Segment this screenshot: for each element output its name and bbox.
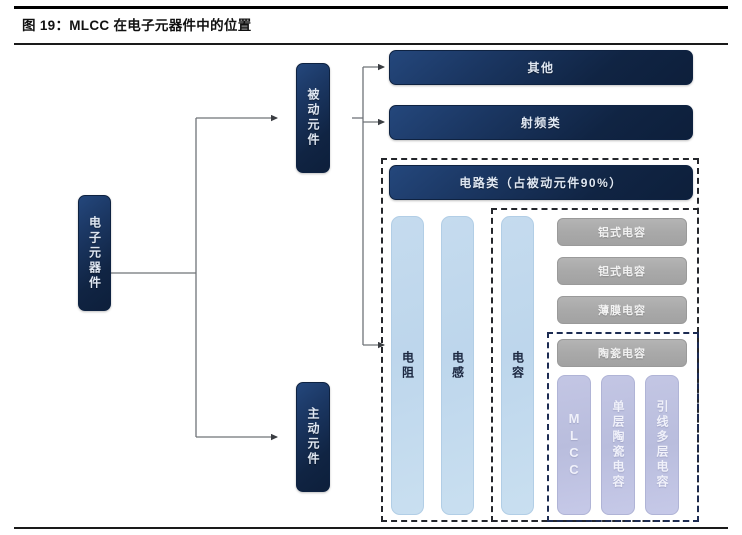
node-label: 电容 bbox=[510, 350, 525, 381]
node-label: 薄膜电容 bbox=[598, 305, 646, 317]
node-label: MLCC bbox=[566, 411, 582, 479]
node-others[interactable]: 其他 bbox=[389, 50, 693, 85]
node-leaded-multilayer-capacitor[interactable]: 引线多层电容 bbox=[645, 375, 679, 515]
group-ceramic-capacitor bbox=[547, 332, 699, 522]
footer-rule bbox=[14, 527, 728, 529]
node-label: 铝式电容 bbox=[598, 227, 646, 239]
node-label: 被动元件 bbox=[306, 88, 320, 148]
node-tantalum-capacitor[interactable]: 钽式电容 bbox=[557, 257, 687, 285]
node-film-capacitor[interactable]: 薄膜电容 bbox=[557, 296, 687, 324]
node-aluminum-capacitor[interactable]: 铝式电容 bbox=[557, 218, 687, 246]
node-label: 射频类 bbox=[520, 116, 562, 130]
node-mlcc[interactable]: MLCC bbox=[557, 375, 591, 515]
header-rule-top bbox=[14, 6, 728, 9]
node-label: 主动元件 bbox=[306, 407, 320, 467]
node-label: 电阻 bbox=[400, 350, 415, 381]
node-electronic-components[interactable]: 电子元器件 bbox=[78, 195, 111, 311]
node-rf-category[interactable]: 射频类 bbox=[389, 105, 693, 140]
diagram-canvas: 电子元器件 被动元件 主动元件 其他 射频类 电路类（占被动元件90%） 电阻 … bbox=[0, 45, 742, 525]
node-label: 引线多层电容 bbox=[655, 400, 669, 490]
node-inductor[interactable]: 电感 bbox=[441, 216, 474, 515]
node-circuit-category[interactable]: 电路类（占被动元件90%） bbox=[389, 165, 693, 200]
node-single-layer-ceramic-capacitor[interactable]: 单层陶瓷电容 bbox=[601, 375, 635, 515]
node-label: 其他 bbox=[527, 61, 555, 75]
node-passive-components[interactable]: 被动元件 bbox=[296, 63, 330, 173]
header-rule-bottom bbox=[14, 43, 728, 45]
figure-title: 图 19：MLCC 在电子元器件中的位置 bbox=[22, 18, 252, 33]
connector-lines bbox=[111, 63, 385, 441]
node-ceramic-capacitor[interactable]: 陶瓷电容 bbox=[557, 339, 687, 367]
node-label: 电子元器件 bbox=[87, 215, 102, 291]
node-label: 电路类（占被动元件90%） bbox=[459, 176, 623, 190]
node-label: 钽式电容 bbox=[598, 266, 646, 278]
node-capacitor[interactable]: 电容 bbox=[501, 216, 534, 515]
node-label: 陶瓷电容 bbox=[598, 348, 646, 360]
node-resistor[interactable]: 电阻 bbox=[391, 216, 424, 515]
node-label: 单层陶瓷电容 bbox=[611, 400, 625, 490]
node-active-components[interactable]: 主动元件 bbox=[296, 382, 330, 492]
node-label: 电感 bbox=[450, 350, 465, 381]
